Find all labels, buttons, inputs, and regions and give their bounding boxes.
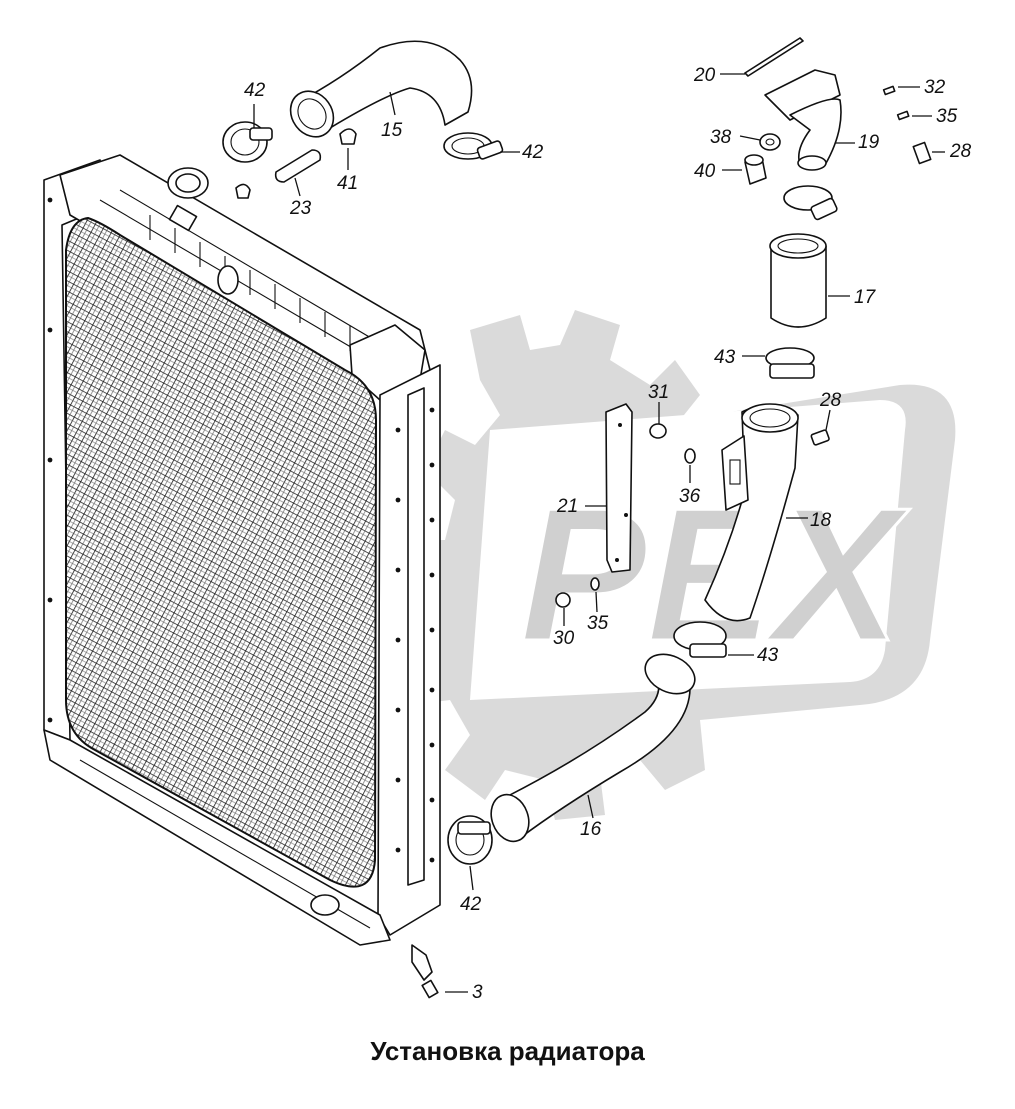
callout-17: 17: [854, 287, 877, 308]
callout-16: 16: [580, 819, 602, 840]
clamp-43-lower: [673, 621, 727, 658]
callout-30: 30: [553, 628, 575, 649]
clamp-42-top-left: [222, 121, 273, 163]
leader-lines: [253, 73, 945, 993]
callout-20: 20: [693, 65, 716, 86]
washer-35-mid: [590, 577, 600, 591]
callout-35-mid: 35: [587, 613, 609, 634]
callout-43-lower: 43: [757, 645, 779, 666]
washer-38: [759, 133, 781, 151]
callout-21: 21: [556, 496, 578, 517]
callout-15: 15: [381, 120, 403, 141]
drain-valve-3: [411, 944, 439, 999]
callout-42-top-left: 42: [244, 80, 266, 101]
callout-18: 18: [810, 510, 832, 531]
tube-23: [274, 149, 322, 183]
bolt-28-top: [912, 141, 932, 165]
bolt-28-mid: [810, 429, 830, 446]
clamp-42-top-right: [443, 132, 504, 160]
callout-23: 23: [289, 198, 312, 219]
hose-16: [490, 653, 696, 843]
callout-38: 38: [710, 127, 732, 148]
washer-36: [684, 448, 696, 464]
clamp-43-upper: [765, 347, 815, 379]
callout-36: 36: [679, 486, 701, 507]
screw-35-top: [896, 110, 910, 121]
gasket-20: [744, 37, 804, 77]
callout-42-bottom: 42: [460, 894, 482, 915]
radiator-frame: [43, 154, 441, 946]
callout-28-mid: 28: [819, 390, 842, 411]
pipe-18: [704, 403, 799, 622]
clamp-top-17: [783, 185, 838, 221]
hose-17: [769, 233, 827, 328]
hose-15: [289, 40, 473, 138]
elbow-19: [764, 69, 842, 171]
callout-3: 3: [472, 982, 483, 1003]
figure-caption: Установка радиатора: [370, 1036, 645, 1066]
clamp-42-bottom: [447, 815, 493, 865]
bracket-21: [605, 403, 633, 573]
callout-41: 41: [337, 173, 358, 194]
radiator-core: [65, 216, 378, 888]
clip-41: [235, 128, 357, 199]
screw-32: [882, 85, 896, 96]
fitting-40: [744, 154, 767, 185]
callout-43-upper: 43: [714, 347, 736, 368]
callout-35-top: 35: [936, 106, 958, 127]
callout-labels: 42 15 42 41 23 20 32 35 38 19 28 40 17 4…: [244, 65, 972, 1003]
callout-32: 32: [924, 77, 946, 98]
callout-40: 40: [694, 161, 716, 182]
nut-30: [555, 592, 571, 608]
nut-31: [649, 423, 667, 439]
callout-19: 19: [858, 132, 880, 153]
callout-28-top: 28: [949, 141, 972, 162]
callout-31: 31: [648, 382, 669, 403]
callout-42-top-right: 42: [522, 142, 544, 163]
